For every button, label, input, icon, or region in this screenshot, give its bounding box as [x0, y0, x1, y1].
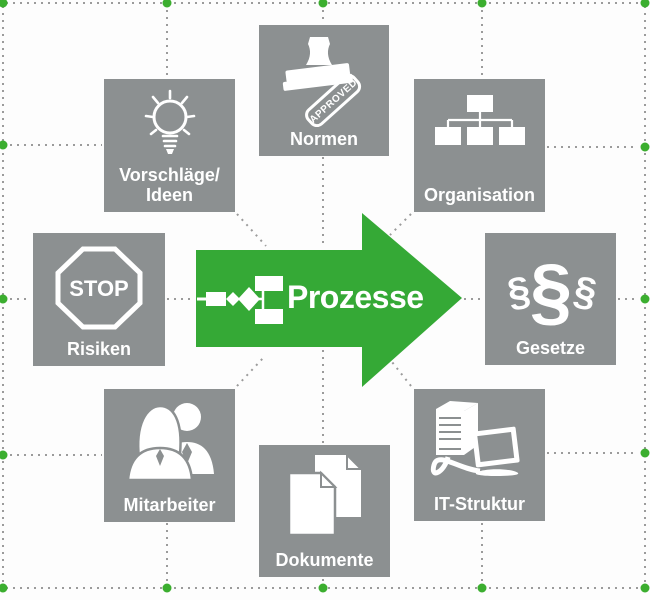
node-it-struktur: IT-Struktur [414, 389, 545, 521]
stamp-icon: APPROVED [282, 37, 362, 127]
node-label: Risiken [66, 338, 132, 359]
svg-text:§: § [570, 268, 600, 315]
org-chart-icon [434, 95, 525, 145]
node-vorschlaege-ideen: Vorschläge/ Ideen [104, 79, 235, 212]
node-label: Organisation [423, 184, 535, 205]
paragraph-icon: § § § [504, 249, 600, 329]
node-mitarbeiter: Mitarbeiter [104, 389, 235, 522]
node-label: Mitarbeiter [123, 494, 216, 515]
node-risiken: STOP Risiken [33, 233, 165, 366]
documents-icon [287, 455, 363, 537]
node-label: Gesetze [515, 337, 586, 358]
lightbulb-icon [144, 89, 195, 154]
node-gesetze: § § § Gesetze [485, 233, 616, 365]
stop-sign-icon: STOP [55, 246, 143, 330]
node-organisation: Organisation [414, 79, 545, 212]
node-label: Vorschläge/ Ideen [119, 164, 220, 205]
computer-icon [430, 401, 520, 476]
prozesse-label: Prozesse [287, 279, 424, 315]
grid-dotted-lines [2, 2, 646, 589]
svg-text:STOP: STOP [69, 276, 129, 301]
node-label: IT-Struktur [433, 493, 525, 514]
node-label: Normen [289, 128, 358, 149]
process-arrow [196, 213, 462, 387]
node-normen: APPROVED Normen [259, 25, 389, 156]
svg-text:§: § [529, 249, 571, 329]
flowchart-icon [197, 276, 283, 324]
node-dokumente: Dokumente [259, 445, 390, 577]
people-icon [126, 403, 214, 482]
node-label: Dokumente [275, 549, 374, 570]
